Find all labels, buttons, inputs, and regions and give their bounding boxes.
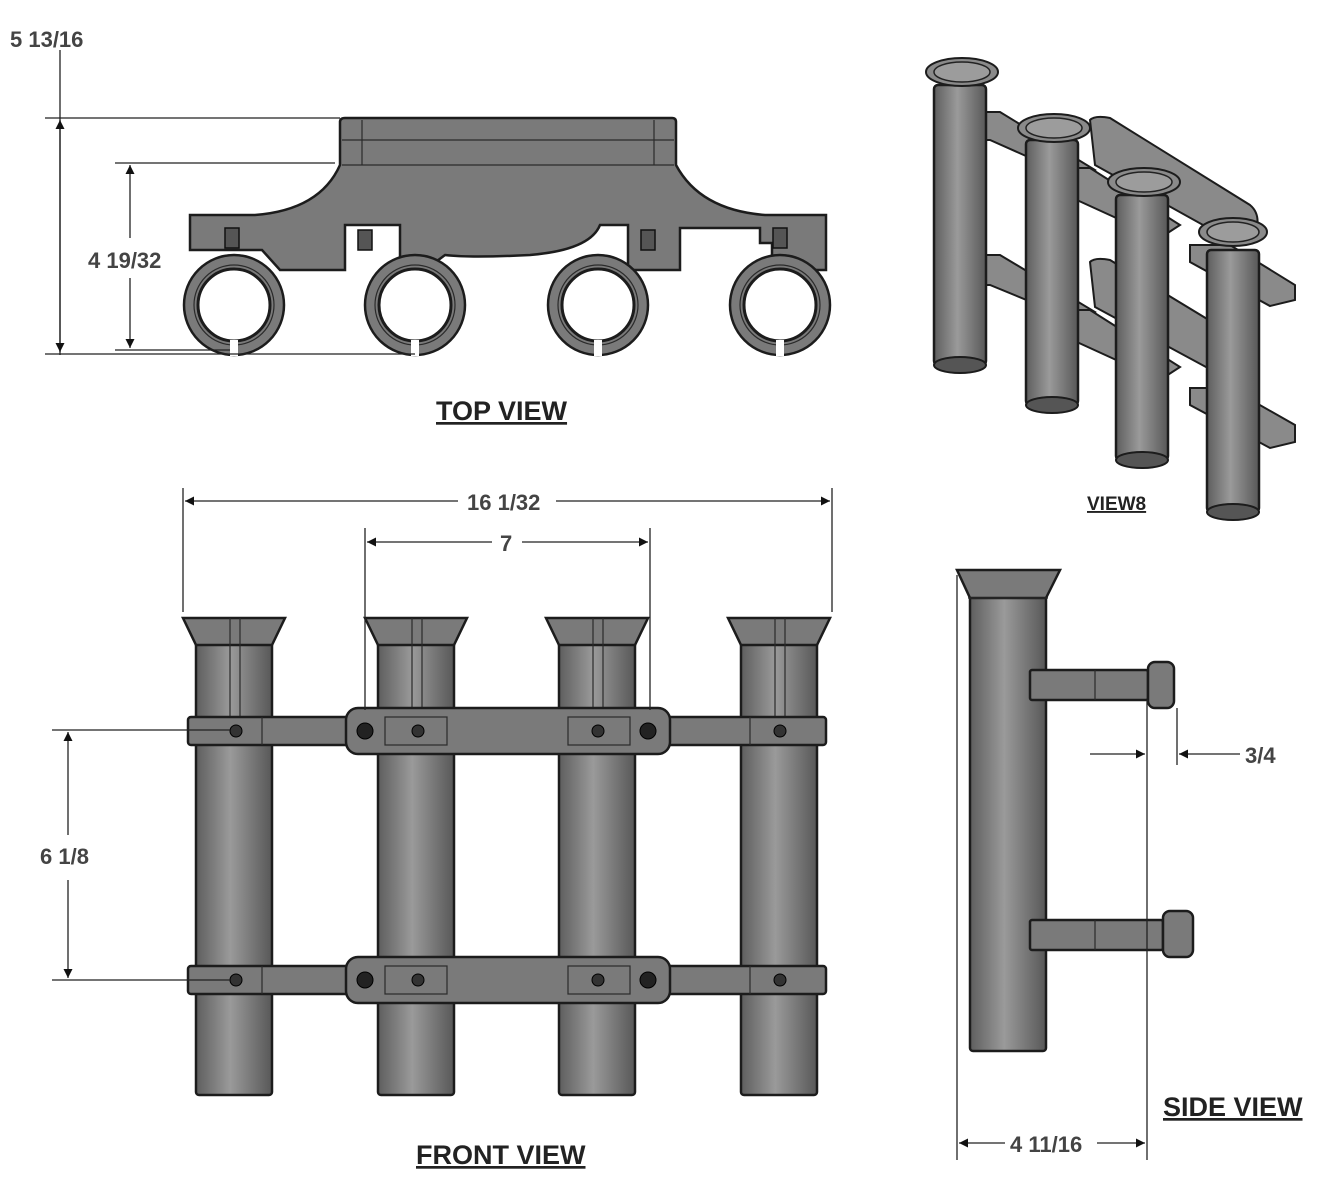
dim-top-overall-height: 5 13/16 <box>10 27 83 52</box>
top-view-bolts <box>224 227 788 251</box>
top-view-rings <box>182 253 832 357</box>
front-view: 16 1/32 7 6 1/8 FRONT VIEW <box>40 488 833 1170</box>
iso-view: VIEW8 <box>925 57 1296 521</box>
dim-top-inner-height: 4 19/32 <box>88 248 161 273</box>
side-view-title: SIDE VIEW <box>1163 1092 1303 1122</box>
top-view-title: TOP VIEW <box>436 396 568 426</box>
dim-bracket-spacing: 6 1/8 <box>40 844 89 869</box>
iso-view-title: VIEW8 <box>1087 494 1146 515</box>
top-view: 5 13/16 4 19/32 TOP VIEW <box>10 27 832 426</box>
dim-bracket-offset: 3/4 <box>1245 743 1276 768</box>
front-view-lower-bracket <box>186 955 828 1005</box>
front-view-dimensions <box>52 488 833 981</box>
front-view-title: FRONT VIEW <box>416 1140 586 1170</box>
side-view: 3/4 4 11/16 SIDE VIEW <box>955 568 1303 1160</box>
front-view-tubes <box>181 616 832 1097</box>
side-view-dimensions <box>956 575 1240 1160</box>
dim-tube-spacing: 7 <box>500 531 512 556</box>
iso-tubes <box>925 57 1268 521</box>
dim-side-depth: 4 11/16 <box>1010 1132 1082 1157</box>
top-view-plate <box>188 116 828 272</box>
dim-overall-width: 16 1/32 <box>467 490 540 515</box>
front-view-upper-bracket <box>186 706 828 756</box>
top-view-dimensions <box>45 50 415 355</box>
